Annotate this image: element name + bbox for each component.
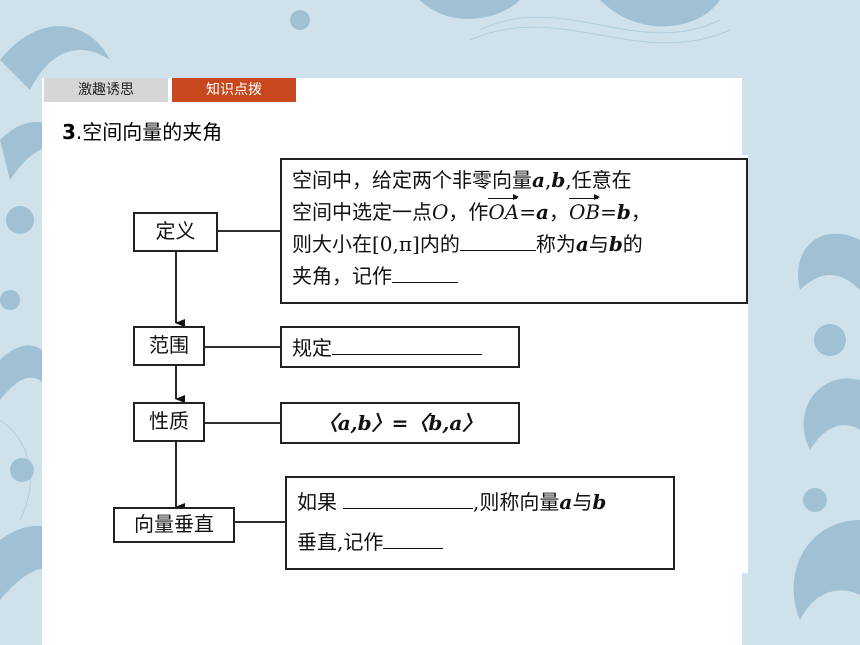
tab-knowledge[interactable]: 知识点拨 [172, 78, 296, 102]
section-title-text: .空间向量的夹角 [75, 120, 223, 144]
property-content: 〈a,b〉=〈b,a〉 [280, 402, 520, 444]
diagram-connectors [175, 230, 285, 523]
blank-condition[interactable] [343, 486, 473, 509]
concept-diagram: 定义 范围 性质 向量垂直 空间中，给定两个非零向量a,b,任意在 空间中选定一… [105, 155, 748, 573]
label-definition: 定义 [133, 212, 218, 252]
blank-angle[interactable] [459, 228, 536, 251]
blank-notation[interactable] [392, 260, 458, 283]
perpendicular-content: 如果,则称向量a与b 垂直,记作 [285, 476, 675, 570]
label-range: 范围 [133, 326, 205, 366]
tab-interest[interactable]: 激趣诱思 [44, 78, 168, 102]
definition-line-3: 则大小在[0,π]内的称为a与b的 [292, 228, 736, 260]
vector-ob: OB [568, 194, 601, 228]
perpendicular-line-2: 垂直,记作 [297, 522, 663, 562]
definition-line-4: 夹角，记作 [292, 260, 736, 292]
blank-perp-notation[interactable] [383, 526, 444, 549]
label-property: 性质 [133, 402, 205, 442]
vector-oa: OA [488, 194, 519, 228]
section-number: 3 [62, 120, 76, 144]
section-title: 3.空间向量的夹角 [62, 116, 222, 145]
tab-bar: 激趣诱思 知识点拨 [44, 78, 296, 102]
definition-line-1: 空间中，给定两个非零向量a,b,任意在 [292, 168, 632, 192]
blank-range[interactable] [332, 332, 482, 355]
definition-content: 空间中，给定两个非零向量a,b,任意在 空间中选定一点O，作OA=a，OB=b，… [280, 158, 748, 304]
label-perpendicular: 向量垂直 [113, 507, 235, 543]
range-content: 规定 [280, 326, 520, 368]
perpendicular-line-1: 如果,则称向量a与b [297, 482, 663, 522]
definition-line-2: 空间中选定一点O，作OA=a，OB=b， [292, 194, 736, 228]
